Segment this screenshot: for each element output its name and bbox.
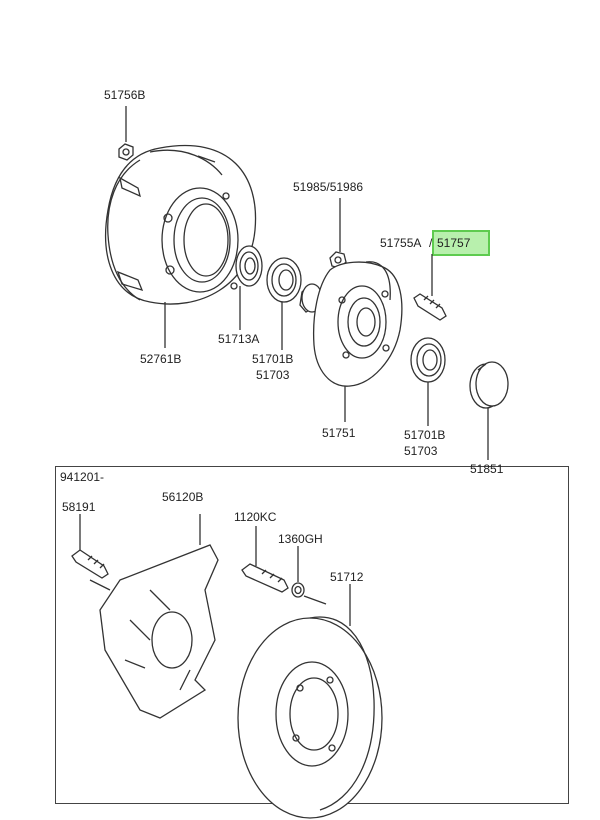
inner-bearing-51701b[interactable] bbox=[266, 257, 302, 303]
label-51756b[interactable]: 51756B bbox=[104, 88, 146, 102]
label-51701b-a[interactable]: 51701B bbox=[252, 352, 294, 366]
label-51713a[interactable]: 51713A bbox=[218, 332, 260, 346]
label-51703-a[interactable]: 51703 bbox=[256, 368, 290, 382]
label-51755a[interactable]: 51755A bbox=[380, 236, 422, 250]
label-1360gh[interactable]: 1360GH bbox=[278, 532, 323, 546]
label-51712[interactable]: 51712 bbox=[330, 570, 364, 584]
brake-drum-52761b[interactable] bbox=[105, 144, 257, 305]
brake-disc-51712[interactable] bbox=[237, 616, 383, 819]
leader-washer-disc bbox=[303, 595, 327, 605]
oil-seal-51713a[interactable] bbox=[235, 245, 263, 287]
hub-bolt-51757[interactable] bbox=[413, 293, 447, 321]
front-hub-51751[interactable] bbox=[299, 261, 403, 387]
label-51703-b[interactable]: 51703 bbox=[404, 444, 438, 458]
bolt-1120kc[interactable] bbox=[241, 563, 289, 593]
label-52761b[interactable]: 52761B bbox=[140, 352, 182, 366]
nut-51756b[interactable] bbox=[118, 143, 134, 161]
label-51757[interactable]: 51757 bbox=[437, 236, 471, 250]
label-1120kc[interactable]: 1120KC bbox=[234, 510, 277, 524]
label-slash: / bbox=[429, 236, 433, 250]
part-highlight bbox=[432, 230, 490, 256]
label-51985-51986[interactable]: 51985/51986 bbox=[293, 180, 364, 194]
grease-cap-51851[interactable] bbox=[469, 361, 509, 409]
washer-1360gh[interactable] bbox=[291, 582, 305, 598]
label-51851[interactable]: 51851 bbox=[470, 462, 504, 476]
label-51701b-b[interactable]: 51701B bbox=[404, 428, 446, 442]
dust-cover-56120b[interactable] bbox=[89, 544, 219, 719]
bolt-58191[interactable] bbox=[71, 549, 109, 579]
label-51751[interactable]: 51751 bbox=[322, 426, 356, 440]
inset-date-label: 941201- bbox=[60, 470, 105, 484]
label-56120b[interactable]: 56120B bbox=[162, 490, 204, 504]
outer-bearing-51701b[interactable] bbox=[410, 337, 446, 383]
label-58191[interactable]: 58191 bbox=[62, 500, 96, 514]
